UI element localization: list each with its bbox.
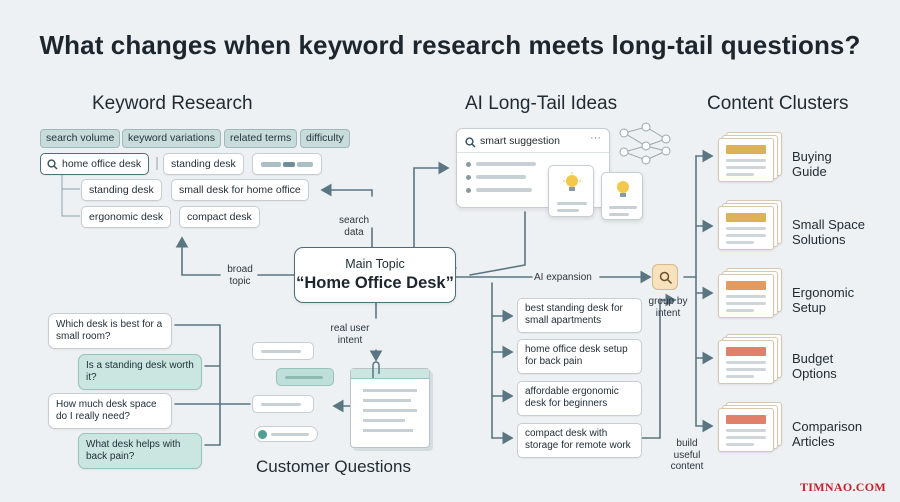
paperclip-icon (372, 361, 380, 378)
question-bubble-3: How much desk space do I really need? (48, 393, 172, 429)
lightbulb-icon (563, 172, 581, 191)
more-options-icon[interactable]: ··· (590, 132, 601, 144)
chat-input-placeholder (254, 426, 318, 442)
question-bubble-4: What desk helps with back pain? (78, 433, 202, 469)
tag-related-terms: related terms (224, 129, 298, 148)
longtail-idea-3[interactable]: affordable ergonomic desk for beginners (517, 381, 642, 416)
cluster-document-stack (718, 402, 782, 456)
tag-keyword-variations: keyword variations (122, 129, 221, 148)
section-title-ai-longtail: AI Long-Tail Ideas (465, 93, 618, 114)
lightbulb-icon (617, 181, 629, 197)
keyword-child-small-desk[interactable]: small desk for home office (171, 179, 309, 201)
tag-search-volume: search volume (40, 129, 121, 148)
longtail-idea-2[interactable]: home office desk setup for back pain (517, 339, 642, 374)
main-topic-box: Main Topic “Home Office Desk” (294, 247, 456, 303)
cluster-document-stack (718, 268, 782, 322)
search-data-connector (322, 190, 373, 248)
label-ai-expansion: AI expansion (534, 272, 592, 283)
longtail-idea-4[interactable]: compact desk with storage for remote wor… (517, 423, 642, 458)
main-topic-name: “Home Office Desk” (296, 274, 454, 292)
cluster-document-stack (718, 132, 782, 186)
keyword-search-box[interactable]: home office desk (40, 153, 150, 175)
search-icon (659, 271, 673, 285)
longtail-idea-1[interactable]: best standing desk for small apartments (517, 298, 642, 333)
keyword-child-standing-desk[interactable]: standing desk (81, 179, 162, 201)
keyword-variant-pill[interactable]: standing desk (163, 153, 244, 175)
main-topic-label: Main Topic (345, 257, 405, 271)
search-icon (465, 137, 476, 148)
ai-panel-down-connector (469, 211, 526, 276)
section-title-customer-questions: Customer Questions (256, 457, 411, 476)
group-by-intent-node (652, 264, 678, 290)
cluster-document-stack (718, 200, 782, 254)
section-title-keyword-research: Keyword Research (92, 93, 253, 114)
keyword-search-query: home office desk (62, 158, 142, 170)
question-bubble-1: Which desk is best for a small room? (48, 313, 172, 349)
tag-difficulty: difficulty (300, 129, 350, 148)
chat-placeholder-3 (252, 395, 314, 413)
neural-network-icon (619, 122, 671, 165)
chat-placeholder-1 (252, 342, 314, 360)
idea-card-1 (548, 165, 594, 217)
idea-card-2 (601, 172, 643, 220)
search-icon (47, 159, 58, 170)
notepad-icon (350, 368, 430, 448)
keyword-child-ergonomic-desk[interactable]: ergonomic desk (81, 206, 172, 228)
keyword-child-compact-desk[interactable]: compact desk (179, 206, 260, 228)
section-title-content-clusters: Content Clusters (707, 93, 849, 114)
keyword-volume-bar (252, 153, 322, 175)
brand-watermark: TIMNAO.COM (800, 480, 886, 494)
broad-topic-connector (182, 238, 295, 276)
clusters-tree (683, 149, 714, 278)
chat-placeholder-2 (276, 368, 334, 386)
questions-tree (174, 324, 251, 446)
question-bubble-2: Is a standing desk worth it? (78, 354, 202, 390)
main-title: What changes when keyword research meets… (39, 30, 861, 60)
ai-search-placeholder: smart suggestion (480, 135, 560, 147)
cluster-document-stack (718, 334, 782, 388)
